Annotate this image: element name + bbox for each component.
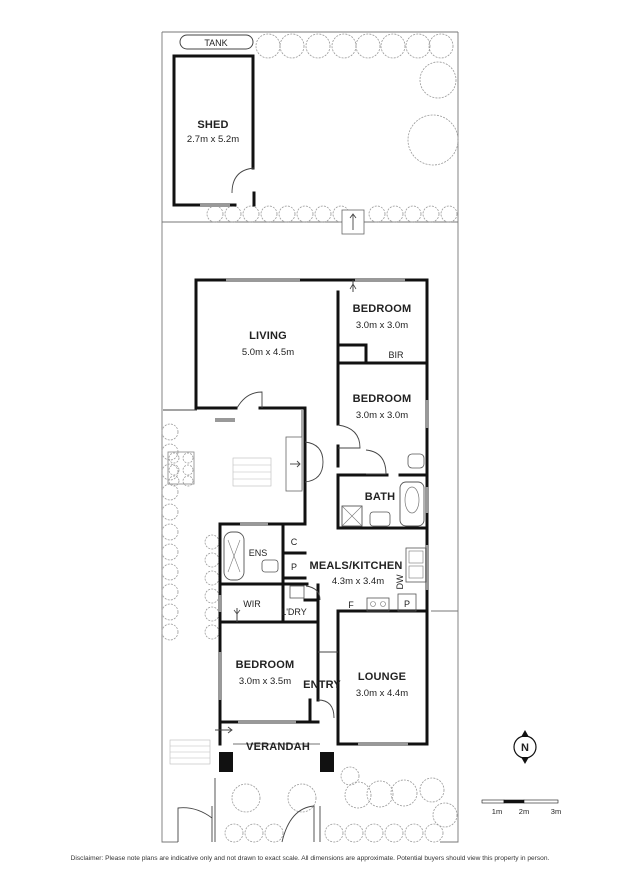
pergola <box>163 409 303 492</box>
fixtures <box>223 453 427 612</box>
shed-structure <box>172 54 256 207</box>
ens-label: ENS <box>249 548 268 558</box>
compass-icon: N <box>513 730 537 764</box>
water-tank <box>179 34 254 50</box>
scale-3m: 3m <box>551 807 561 816</box>
lounge-label: LOUNGE <box>358 671 406 683</box>
garden-shrubs <box>161 33 459 843</box>
scale-1m: 1m <box>492 807 502 816</box>
bath-label: BATH <box>365 491 396 503</box>
pantry-label-2: P <box>404 599 410 609</box>
entry-label: ENTRY <box>303 679 341 691</box>
lounge-dimensions: 3.0m x 4.4m <box>356 688 408 699</box>
bedroom3-label: BEDROOM <box>236 659 295 671</box>
bedroom2-dimensions: 3.0m x 3.0m <box>356 410 408 421</box>
disclaimer-text: Disclaimer: Please note plans are indica… <box>70 855 550 862</box>
shed-dimensions: 2.7m x 5.2m <box>187 134 239 145</box>
verandah-label: VERANDAH <box>246 741 310 753</box>
bedroom1-label: BEDROOM <box>353 303 412 315</box>
meals-kitchen-dimensions: 4.3m x 3.4m <box>332 576 384 587</box>
bedroom3-dimensions: 3.0m x 3.5m <box>239 676 291 687</box>
living-label: LIVING <box>249 330 287 342</box>
tank-label: TANK <box>204 38 227 48</box>
outdoor-table <box>167 451 195 487</box>
fridge-label: F <box>348 600 354 610</box>
wir-label: WIR <box>243 599 261 609</box>
dishwasher-label: DW <box>395 574 405 589</box>
laundry-label: L'DRY <box>281 607 307 617</box>
bir-label: BIR <box>388 350 404 360</box>
scale-2m: 2m <box>519 807 529 816</box>
bedroom2-label: BEDROOM <box>353 393 412 405</box>
verandah-structure <box>169 726 334 772</box>
compass-north-label: N <box>521 742 529 754</box>
scale-bar: 1m 2m 3m <box>481 799 561 816</box>
meals-kitchen-label: MEALS/KITCHEN <box>309 560 402 572</box>
garden-gate-arrow <box>341 209 365 235</box>
shed-label: SHED <box>197 119 228 131</box>
property-boundary <box>161 31 459 843</box>
living-dimensions: 5.0m x 4.5m <box>242 347 294 358</box>
doors <box>233 280 387 719</box>
pantry-label-1: P <box>291 562 297 572</box>
bedroom1-dimensions: 3.0m x 3.0m <box>356 320 408 331</box>
cupboard-label: C <box>291 537 298 547</box>
windows <box>215 278 429 746</box>
